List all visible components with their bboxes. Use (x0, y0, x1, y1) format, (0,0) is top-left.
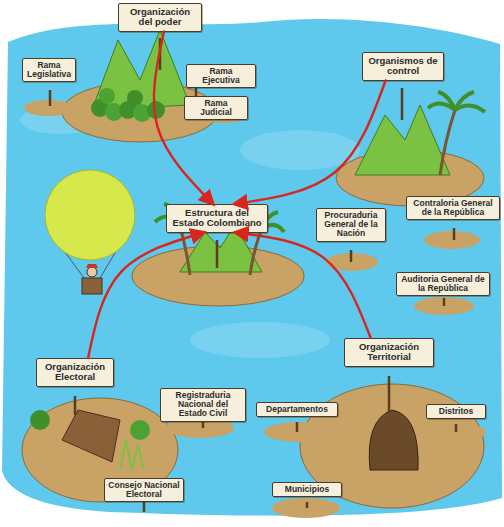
item-sign: Procuraduria General de la Nación (316, 208, 386, 242)
sign-label: Municipios (276, 485, 338, 494)
sign-label: Organización del poder (123, 7, 197, 28)
sign-label: Organismos de control (367, 56, 439, 77)
sea-highlight (240, 130, 360, 170)
post (74, 396, 77, 415)
sign-label: Auditoria General de la República (400, 275, 486, 293)
sign-label: Rama Judicial (188, 99, 244, 117)
post (49, 90, 52, 106)
flow-arrow (88, 233, 204, 359)
flow-arrow (234, 81, 385, 205)
islet (272, 498, 340, 518)
sign-label: Registraduria Nacional del Estado Civil (164, 391, 242, 419)
ballot-box (62, 410, 120, 462)
sign-label: Distritos (430, 407, 482, 416)
tree (99, 88, 115, 104)
item-sign: Auditoria General de la República (396, 272, 490, 296)
sign-label: Rama Ejecutiva (190, 67, 252, 85)
sea-highlight (190, 322, 330, 358)
item-sign: Distritos (426, 404, 486, 419)
sign-label: Organización Electoral (41, 362, 109, 383)
group-sign: Organización Territorial (344, 338, 434, 367)
sign-label: Contraloria General de la República (410, 199, 496, 217)
islet (424, 231, 480, 249)
post (388, 376, 391, 412)
item-sign: Municipios (272, 482, 342, 497)
sign-label: Consejo Nacional Electoral (108, 481, 180, 499)
item-sign: Consejo Nacional Electoral (104, 478, 184, 502)
palm-trunk (440, 110, 455, 175)
group-sign: Organización del poder (118, 3, 202, 32)
bush (130, 420, 150, 440)
post (159, 38, 162, 70)
post (443, 298, 446, 306)
group-sign: Estructura del Estado Colombiano (166, 204, 268, 233)
islet (414, 297, 474, 315)
tree (127, 90, 143, 106)
sign-label: Departamentos (260, 405, 334, 414)
item-sign: Registraduria Nacional del Estado Civil (160, 388, 246, 422)
sign-label: Estructura del Estado Colombiano (171, 208, 263, 229)
pit (369, 410, 418, 470)
item-sign: Rama Ejecutiva (186, 64, 256, 88)
islet (264, 422, 336, 442)
post (350, 250, 353, 262)
item-sign: Rama Judicial (184, 96, 248, 120)
palm-leaves (428, 92, 485, 112)
item-sign: Rama Legislativa (22, 58, 76, 82)
mountain (92, 30, 190, 110)
palm-trunk (250, 228, 262, 275)
group-sign: Organismos de control (362, 52, 444, 81)
grass (120, 440, 144, 470)
traveller (87, 267, 97, 277)
islet (24, 100, 72, 116)
bush (30, 410, 50, 430)
islet (426, 423, 486, 441)
sign-label: Organización Territorial (349, 342, 429, 363)
post (401, 88, 404, 120)
item-sign: Contraloria General de la República (406, 196, 500, 220)
sign-label: Procuraduria General de la Nación (320, 211, 382, 239)
flow-arrow (154, 32, 213, 205)
item-sign: Departamentos (256, 402, 338, 417)
balloon (45, 170, 135, 260)
post (216, 240, 219, 268)
post (455, 424, 458, 432)
flow-arrow (235, 233, 370, 339)
balloon-basket (82, 278, 102, 294)
post (453, 228, 456, 240)
post (306, 502, 309, 508)
sign-label: Rama Legislativa (26, 61, 72, 79)
tree (147, 101, 165, 119)
group-sign: Organización Electoral (36, 358, 114, 387)
post (296, 422, 299, 432)
traveller-hat (86, 264, 98, 268)
sea (2, 19, 502, 516)
